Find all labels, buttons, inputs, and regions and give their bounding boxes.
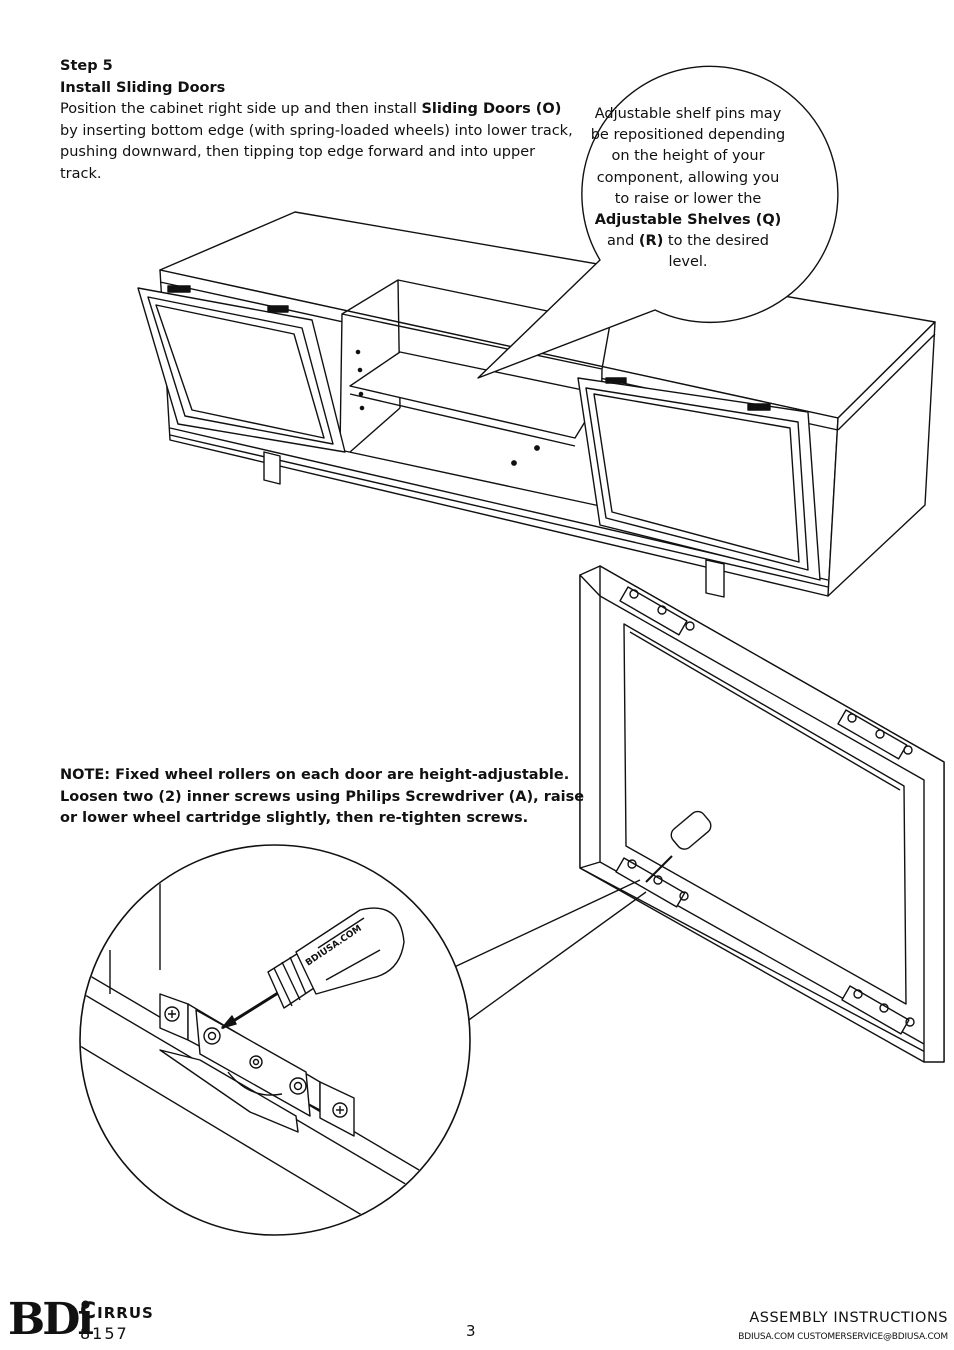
step-text-before: Position the cabinet right side up and t… — [60, 101, 422, 117]
brand-name: Cirrus — [80, 1299, 154, 1324]
step-instructions: Step 5 Install Sliding Doors Position th… — [60, 56, 580, 185]
bdi-logo: BDi — [8, 1294, 94, 1345]
door-back-view — [579, 565, 945, 1063]
bubble-text: Adjustable shelf pins may be repositione… — [590, 104, 786, 274]
step-text-after: by inserting bottom edge (with spring-lo… — [60, 122, 573, 182]
step-bold-part: Sliding Doors (O) — [421, 101, 562, 117]
model-number: 8157 — [80, 1324, 129, 1343]
bubble-text-mid: and — [607, 233, 639, 250]
bubble-bold-r: (R) — [638, 233, 664, 250]
cabinet-drawing — [137, 211, 936, 598]
step-title: Install Sliding Doors — [60, 79, 226, 96]
bubble-text-before: Adjustable shelf pins may be repositione… — [590, 106, 786, 207]
contact-info: BDIUSA.COM CUSTOMERSERVICE@BDIUSA.COM — [738, 1332, 948, 1342]
step-number: Step 5 — [60, 58, 113, 74]
note-text: NOTE: Fixed wheel rollers on each door a… — [60, 767, 585, 826]
page-number: 3 — [466, 1322, 476, 1340]
bubble-text-after: to the desired level. — [663, 233, 769, 271]
zoom-detail: BDIUSA.COM — [79, 844, 471, 1236]
document-type: ASSEMBLY INSTRUCTIONS — [749, 1310, 948, 1326]
step-body: Position the cabinet right side up and t… — [60, 99, 580, 185]
bubble-bold-shelves: Adjustable Shelves (Q) — [594, 212, 782, 229]
callout-bubble — [477, 65, 839, 379]
